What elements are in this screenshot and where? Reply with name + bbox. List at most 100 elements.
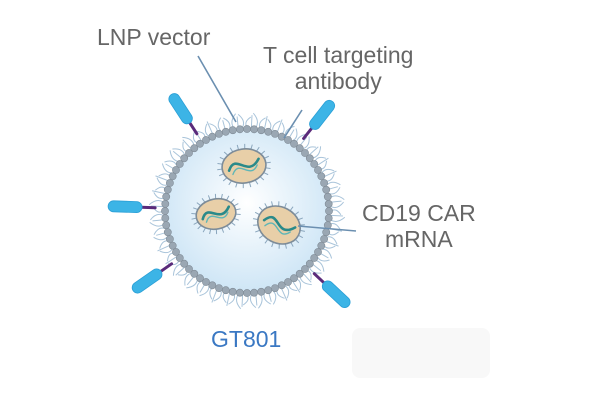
peg-hair [186,275,195,286]
antibody-stalk [312,272,326,285]
lipid-bead [190,144,199,153]
lipid-bead [322,185,331,194]
capsule-spike [255,229,261,233]
peg-hair [272,290,277,305]
lipid-bead [295,144,304,153]
antibody-icon [131,262,174,294]
mrna-strand [262,216,297,232]
mrna-strand [227,157,260,172]
peg-hair [280,122,285,135]
lipid-bead [317,172,326,181]
lipid-bead [301,265,309,273]
antibody-icon [302,99,336,140]
peg-hair [330,214,343,217]
peg-hair [149,222,165,227]
mrna-capsules [191,143,306,249]
label-tcell-line2: antibody [294,68,382,95]
particle-core [167,131,327,291]
capsule-spike [265,161,271,164]
antibody-head [131,268,163,294]
peg-hair [329,187,341,195]
lipid-bead [250,125,258,134]
peg-hair [182,139,192,149]
lipid-bead [202,136,210,144]
lipid-bead [165,179,174,187]
peg-hair [303,136,310,150]
lipid-bead [264,286,273,295]
peg-hair [330,201,344,209]
lipid-bead [310,160,319,168]
lipid-bead [257,287,266,296]
lipid-bead [284,278,292,286]
lipid-bead [320,179,328,187]
antibodies [107,93,351,308]
lipid-bead [243,289,251,297]
leader-lines [197,55,357,232]
lipid-bead [320,235,328,243]
peg-hair [326,181,341,186]
lipid-bead [295,269,304,278]
peg-hair [263,293,271,305]
lipid-bead [163,185,172,194]
peg-hair [317,157,329,166]
peg-hair [309,146,319,156]
lipid-bead [162,192,171,201]
lipid-bead [228,287,237,296]
lipid-bead [196,139,204,148]
label-cd19-mrna: CD19 CAR mRNA [362,200,476,253]
antibody-stalk [158,262,174,274]
peg-hair [152,219,164,222]
lipid-bead [175,254,184,262]
lipid-bead [221,127,230,136]
peg-hair [323,244,336,249]
lipid-bead [250,288,258,297]
peg-hair [258,293,263,309]
peg-hair [150,213,164,221]
capsule-spike [284,202,287,208]
peg-hair [172,148,186,155]
capsule-spike [298,234,304,239]
peg-hair [151,190,165,194]
label-tcell-antibody: T cell targeting antibody [263,42,413,95]
peg-hair [236,116,239,128]
antibody-icon [312,272,351,308]
capsule-spike [271,201,274,207]
mrna-capsule-icon [191,193,241,235]
mrna-strand [201,205,231,221]
leader-lnp [197,55,237,123]
lipid-bead [271,129,279,138]
lipid-bead [305,259,314,268]
peg-hair [226,293,230,307]
lipid-bead [324,199,333,208]
peg-hair [209,287,214,300]
peg-hair [302,273,312,283]
lipid-bead [172,166,180,174]
peg-hair [213,290,222,302]
peg-hair [272,120,281,132]
faint-overlay [352,328,490,378]
lipid-bead [228,126,237,135]
lipid-bead [161,199,170,208]
lipid-bead [301,149,309,157]
lipid-bead [175,160,184,168]
peg-hair [217,117,222,132]
capsule-spike [284,243,287,249]
lipid-bead [323,192,332,201]
lipid-bead [271,284,279,292]
peg-hair [172,150,183,159]
lipid-bead [163,228,172,237]
lipid-bead [243,125,251,133]
mrna-strand-highlight [232,164,258,176]
lipid-bead [161,207,169,215]
label-cd19-line2: mRNA [385,226,453,253]
peg-hair [165,256,177,265]
capsule-spike [297,217,303,221]
lipid-bead [161,214,170,222]
capsule-spike [289,206,294,212]
peg-hair [264,115,268,129]
peg-hair [330,216,346,222]
peg-hair [175,266,185,276]
lipid-bead [325,207,333,215]
lipid-bead [196,274,204,283]
peg-hair [329,195,345,200]
